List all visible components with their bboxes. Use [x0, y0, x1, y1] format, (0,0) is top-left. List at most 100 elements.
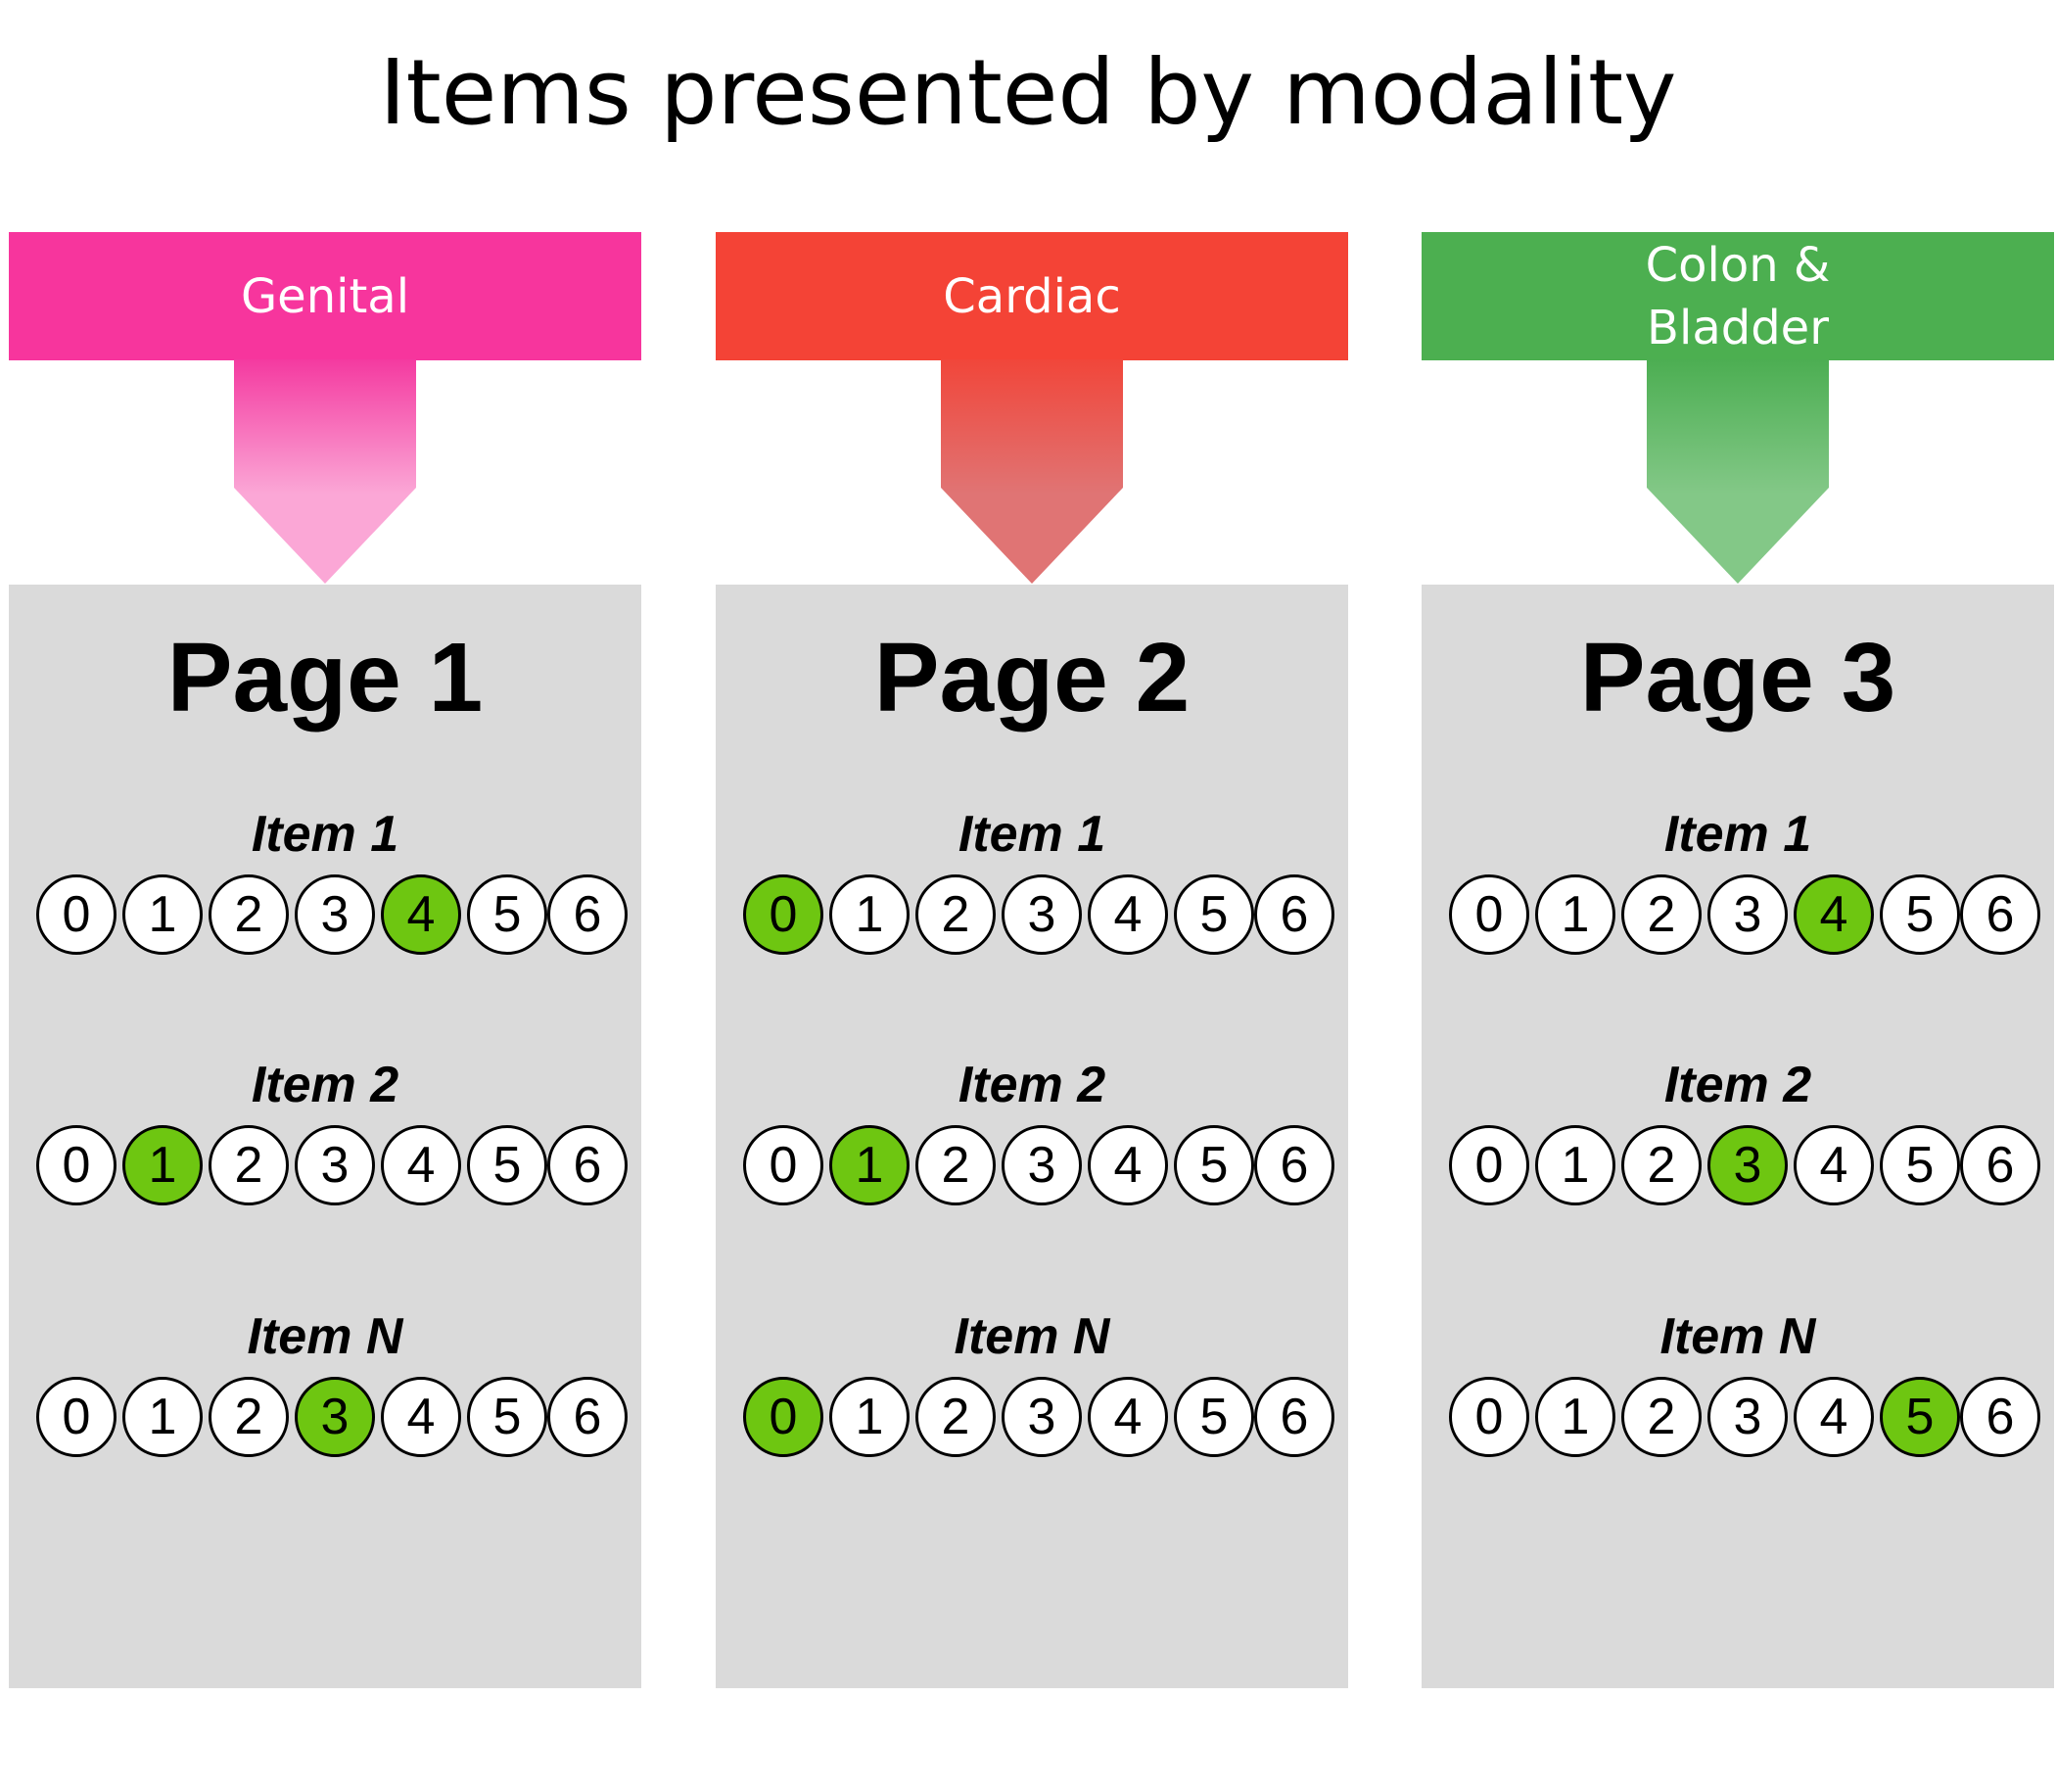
rating-option[interactable]: 5	[467, 1377, 547, 1457]
rating-option[interactable]: 3	[1707, 1377, 1788, 1457]
rating-option-selected[interactable]: 4	[1794, 874, 1874, 955]
rating-option[interactable]: 2	[1621, 1125, 1702, 1205]
rating-option[interactable]: 3	[1707, 874, 1788, 955]
rating-option-selected[interactable]: 1	[829, 1125, 910, 1205]
item-label: Item 1	[251, 806, 399, 863]
item-label: Item 1	[958, 806, 1106, 863]
rating-option[interactable]: 0	[1449, 1377, 1529, 1457]
rating-option[interactable]: 1	[1535, 1125, 1615, 1205]
rating-option[interactable]: 4	[1088, 1377, 1168, 1457]
rating-option-selected[interactable]: 3	[1707, 1125, 1788, 1205]
rating-option-selected[interactable]: 3	[295, 1377, 375, 1457]
rating-option[interactable]: 5	[1174, 874, 1254, 955]
rating-option-selected[interactable]: 0	[743, 874, 823, 955]
item-label: Item 2	[958, 1057, 1106, 1113]
rating-option[interactable]: 1	[122, 1377, 203, 1457]
rating-option[interactable]: 2	[209, 1377, 289, 1457]
rating-option[interactable]: 4	[1794, 1125, 1874, 1205]
rating-option[interactable]: 0	[1449, 1125, 1529, 1205]
modality-header: Cardiac	[716, 232, 1348, 360]
rating-option-selected[interactable]: 1	[122, 1125, 203, 1205]
down-arrow-icon	[1647, 359, 1829, 584]
rating-option[interactable]: 4	[1794, 1377, 1874, 1457]
rating-option[interactable]: 4	[381, 1125, 461, 1205]
rating-option[interactable]: 2	[915, 1125, 996, 1205]
modality-header: Colon & Bladder	[1422, 232, 2054, 360]
item-label: Item 2	[251, 1057, 399, 1113]
rating-option[interactable]: 5	[467, 1125, 547, 1205]
rating-option[interactable]: 6	[1960, 874, 2040, 955]
rating-option[interactable]: 5	[1880, 1125, 1960, 1205]
rating-option[interactable]: 6	[547, 1125, 628, 1205]
rating-option[interactable]: 6	[1254, 874, 1334, 955]
rating-option[interactable]: 5	[467, 874, 547, 955]
page-title: Page 3	[1579, 623, 1896, 732]
rating-option[interactable]: 4	[1088, 874, 1168, 955]
rating-option[interactable]: 3	[1002, 1125, 1082, 1205]
rating-option[interactable]: 3	[1002, 874, 1082, 955]
rating-option[interactable]: 2	[915, 1377, 996, 1457]
rating-option[interactable]: 0	[1449, 874, 1529, 955]
rating-option[interactable]: 3	[295, 874, 375, 955]
rating-option[interactable]: 2	[209, 874, 289, 955]
rating-option[interactable]: 5	[1880, 874, 1960, 955]
rating-option[interactable]: 0	[36, 1125, 117, 1205]
rating-option-selected[interactable]: 5	[1880, 1377, 1960, 1457]
rating-option[interactable]: 2	[1621, 874, 1702, 955]
rating-option[interactable]: 1	[1535, 874, 1615, 955]
item-label: Item 1	[1663, 806, 1812, 863]
rating-option[interactable]: 6	[1254, 1377, 1334, 1457]
rating-option[interactable]: 5	[1174, 1377, 1254, 1457]
rating-option[interactable]: 3	[295, 1125, 375, 1205]
rating-option[interactable]: 3	[1002, 1377, 1082, 1457]
down-arrow-icon	[234, 359, 416, 584]
rating-option-selected[interactable]: 0	[743, 1377, 823, 1457]
rating-option[interactable]: 5	[1174, 1125, 1254, 1205]
rating-option[interactable]: 6	[1254, 1125, 1334, 1205]
rating-option[interactable]: 6	[1960, 1377, 2040, 1457]
item-label: Item 2	[1663, 1057, 1812, 1113]
rating-option[interactable]: 4	[381, 1377, 461, 1457]
item-label: Item N	[247, 1308, 403, 1365]
rating-option[interactable]: 2	[1621, 1377, 1702, 1457]
rating-option-selected[interactable]: 4	[381, 874, 461, 955]
page-title: Page 2	[873, 623, 1191, 732]
rating-option[interactable]: 6	[547, 1377, 628, 1457]
item-label: Item N	[1659, 1308, 1816, 1365]
rating-option[interactable]: 2	[209, 1125, 289, 1205]
item-label: Item N	[954, 1308, 1110, 1365]
rating-option[interactable]: 2	[915, 874, 996, 955]
page-title: Page 1	[166, 623, 484, 732]
rating-option[interactable]: 1	[829, 1377, 910, 1457]
rating-option[interactable]: 0	[36, 1377, 117, 1457]
modality-header: Genital	[9, 232, 641, 360]
rating-option[interactable]: 6	[547, 874, 628, 955]
rating-option[interactable]: 1	[829, 874, 910, 955]
rating-option[interactable]: 0	[743, 1125, 823, 1205]
rating-option[interactable]: 0	[36, 874, 117, 955]
rating-option[interactable]: 1	[1535, 1377, 1615, 1457]
rating-option[interactable]: 4	[1088, 1125, 1168, 1205]
rating-option[interactable]: 6	[1960, 1125, 2040, 1205]
rating-option[interactable]: 1	[122, 874, 203, 955]
